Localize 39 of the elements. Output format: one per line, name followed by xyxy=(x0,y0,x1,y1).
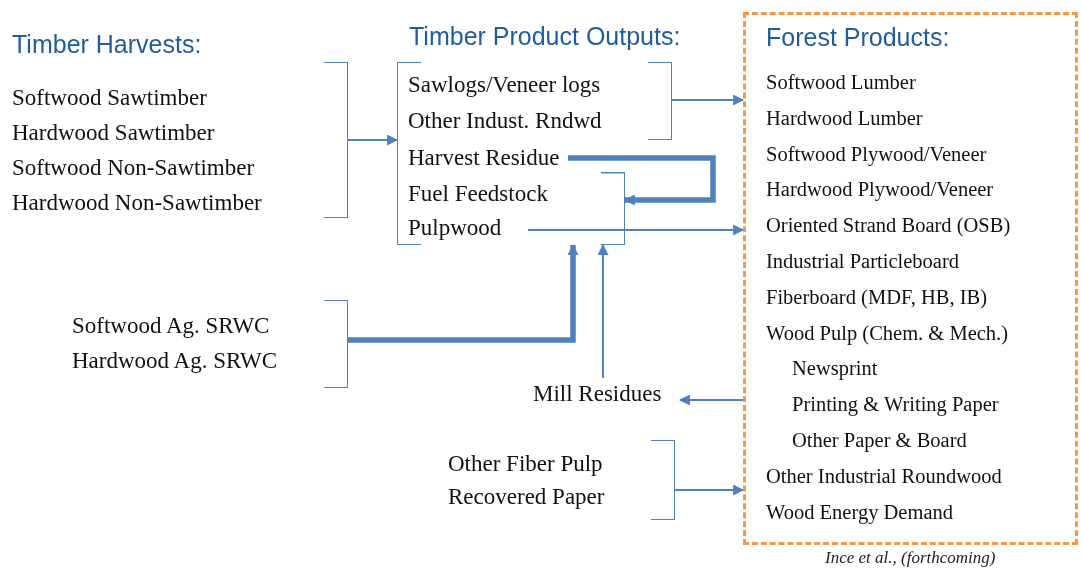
item-text: Oriented Strand Board (OSB) xyxy=(766,213,1011,239)
arrow xyxy=(348,243,579,343)
arrow xyxy=(597,243,609,379)
item-text: Other Indust. Rndwd xyxy=(408,107,602,135)
item-text: Other Fiber Pulp xyxy=(448,450,603,478)
item-text: Wood Energy Demand xyxy=(766,499,953,526)
arrow xyxy=(347,134,399,146)
arrow xyxy=(568,155,716,206)
item-text: Pulpwood xyxy=(408,214,502,242)
item-text: Printing & Writing Paper xyxy=(792,392,999,418)
item-text: Softwood Non-Sawtimber xyxy=(12,154,255,182)
item-text: Fiberboard (MDF, HB, IB) xyxy=(766,284,987,311)
group-heading: Timber Harvests: xyxy=(12,30,202,59)
item-text: Mill Residues xyxy=(533,380,662,408)
group-heading: Forest Products: xyxy=(766,23,950,52)
arrow xyxy=(678,394,744,406)
caption-text: Ince et al., (forthcoming) xyxy=(825,548,996,568)
dashed-group-box xyxy=(743,12,1078,545)
group-heading: Timber Product Outputs: xyxy=(409,22,681,51)
item-text: Hardwood Non-Sawtimber xyxy=(12,189,262,217)
item-text: Sawlogs/Veneer logs xyxy=(408,71,601,99)
item-text: Harvest Residue xyxy=(408,144,560,172)
item-text: Industrial Particleboard xyxy=(766,249,959,274)
item-text: Softwood Sawtimber xyxy=(12,84,207,112)
item-text: Hardwood Lumber xyxy=(766,105,923,131)
arrow xyxy=(671,94,745,106)
item-text: Hardwood Ag. SRWC xyxy=(72,347,278,375)
item-text: Hardwood Plywood/Veneer xyxy=(766,177,994,203)
item-text: Fuel Feedstock xyxy=(408,180,548,208)
item-text: Softwood Ag. SRWC xyxy=(72,312,270,340)
item-text: Other Industrial Roundwood xyxy=(766,463,1002,489)
item-text: Softwood Plywood/Veneer xyxy=(766,141,987,168)
arrow xyxy=(674,484,745,496)
item-text: Softwood Lumber xyxy=(766,70,916,95)
item-text: Recovered Paper xyxy=(448,483,605,511)
item-text: Other Paper & Board xyxy=(792,428,967,454)
item-text: Hardwood Sawtimber xyxy=(12,119,215,147)
item-text: Newsprint xyxy=(792,356,878,382)
item-text: Wood Pulp (Chem. & Mech.) xyxy=(766,320,1009,347)
